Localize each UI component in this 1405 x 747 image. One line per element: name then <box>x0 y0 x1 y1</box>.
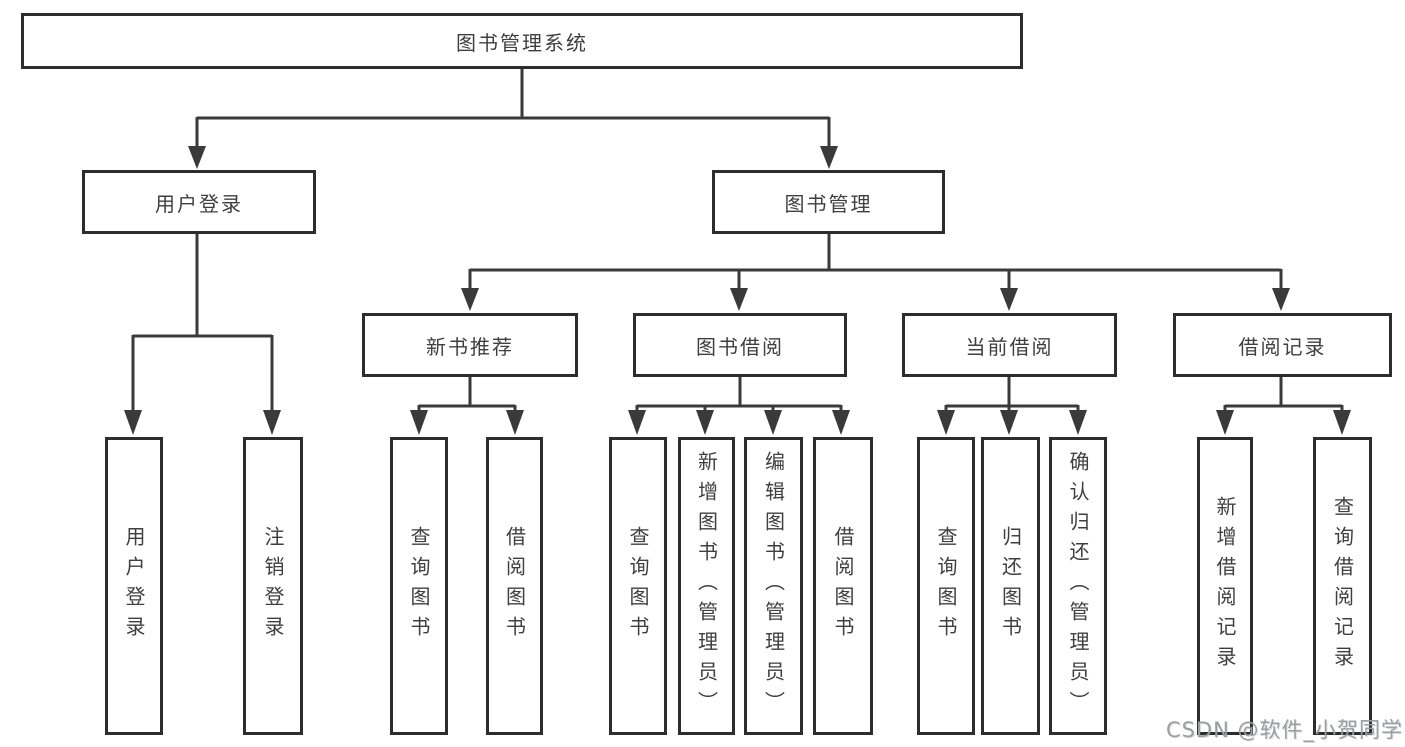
leaf-user-login: 用户登录 <box>105 437 163 735</box>
node-borrowing-records-label: 借阅记录 <box>1238 334 1327 359</box>
leaf-bb-add-books-admin-label: 新增图书（管理员） <box>694 451 719 721</box>
leaf-bb-borrow-books: 借阅图书 <box>813 437 873 735</box>
node-user-login-label: 用户登录 <box>155 191 243 216</box>
leaf-bb-borrow-books-label: 借阅图书 <box>831 526 855 646</box>
arrowhead-icons <box>124 146 1351 435</box>
leaf-cb-confirm-return-admin-label: 确认归还（管理员） <box>1066 451 1090 721</box>
node-new-book-recommend: 新书推荐 <box>362 313 578 377</box>
leaf-nbr-borrow-books-label: 借阅图书 <box>502 526 527 646</box>
leaf-cb-return-books-label: 归还图书 <box>998 526 1023 646</box>
node-book-management-label: 图书管理 <box>784 191 873 216</box>
leaf-nbr-query-books: 查询图书 <box>390 437 448 735</box>
leaf-cb-query-books: 查询图书 <box>917 437 975 735</box>
node-book-borrowing: 图书借阅 <box>633 313 847 377</box>
leaf-logout-label: 注销登录 <box>261 526 285 646</box>
leaf-logout: 注销登录 <box>243 437 303 735</box>
node-user-login: 用户登录 <box>82 170 316 234</box>
node-new-book-recommend-label: 新书推荐 <box>426 334 514 359</box>
watermark: CSDN @软件_小贺同学 <box>1165 718 1403 742</box>
leaf-bb-edit-books-admin: 编辑图书（管理员） <box>744 437 803 735</box>
node-current-borrowing: 当前借阅 <box>902 313 1117 377</box>
leaf-br-add-record-label: 新增借阅记录 <box>1213 496 1237 676</box>
leaf-nbr-borrow-books: 借阅图书 <box>486 437 543 735</box>
leaf-cb-query-books-label: 查询图书 <box>934 526 958 646</box>
node-current-borrowing-label: 当前借阅 <box>965 334 1054 359</box>
leaf-bb-query-books-label: 查询图书 <box>626 526 650 646</box>
node-book-borrowing-label: 图书借阅 <box>696 334 784 359</box>
leaf-br-query-record: 查询借阅记录 <box>1313 437 1372 735</box>
node-root: 图书管理系统 <box>21 13 1023 69</box>
leaf-br-query-record-label: 查询借阅记录 <box>1330 496 1355 676</box>
node-root-label: 图书管理系统 <box>456 30 588 55</box>
leaf-br-add-record: 新增借阅记录 <box>1197 437 1253 735</box>
leaf-bb-edit-books-admin-label: 编辑图书（管理员） <box>761 451 786 721</box>
leaf-cb-confirm-return-admin: 确认归还（管理员） <box>1049 437 1107 735</box>
leaf-nbr-query-books-label: 查询图书 <box>407 526 431 646</box>
leaf-bb-query-books: 查询图书 <box>609 437 667 735</box>
leaf-cb-return-books: 归还图书 <box>981 437 1040 735</box>
node-book-management: 图书管理 <box>712 170 945 234</box>
leaf-bb-add-books-admin: 新增图书（管理员） <box>678 437 735 735</box>
node-borrowing-records: 借阅记录 <box>1173 313 1392 377</box>
leaf-user-login-label: 用户登录 <box>122 526 146 646</box>
